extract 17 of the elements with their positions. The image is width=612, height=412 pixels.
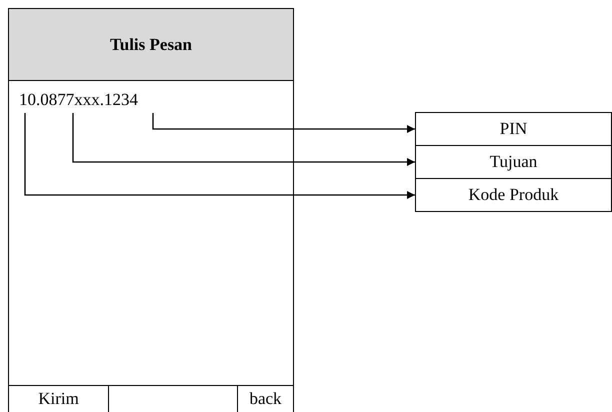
- label-text: PIN: [498, 119, 528, 139]
- label-text: Tulis Pesan: [108, 34, 194, 54]
- field-box: [415, 112, 612, 146]
- leader-arrow: [152, 113, 415, 133]
- label-text: Kode Produk: [467, 185, 560, 205]
- label-text: back: [248, 389, 283, 409]
- title-bar: [9, 9, 293, 81]
- back-button: [237, 385, 294, 412]
- field-box: [415, 145, 612, 179]
- phone-screen: [8, 8, 294, 412]
- field-box: [415, 178, 612, 212]
- leader-arrow: [24, 113, 415, 199]
- send-button: [8, 385, 109, 412]
- leader-arrow: [72, 113, 415, 166]
- label-text: Tujuan: [488, 152, 538, 172]
- label-text: Kirim: [37, 389, 80, 409]
- message-text: 10.0877xxx.1234: [19, 90, 138, 110]
